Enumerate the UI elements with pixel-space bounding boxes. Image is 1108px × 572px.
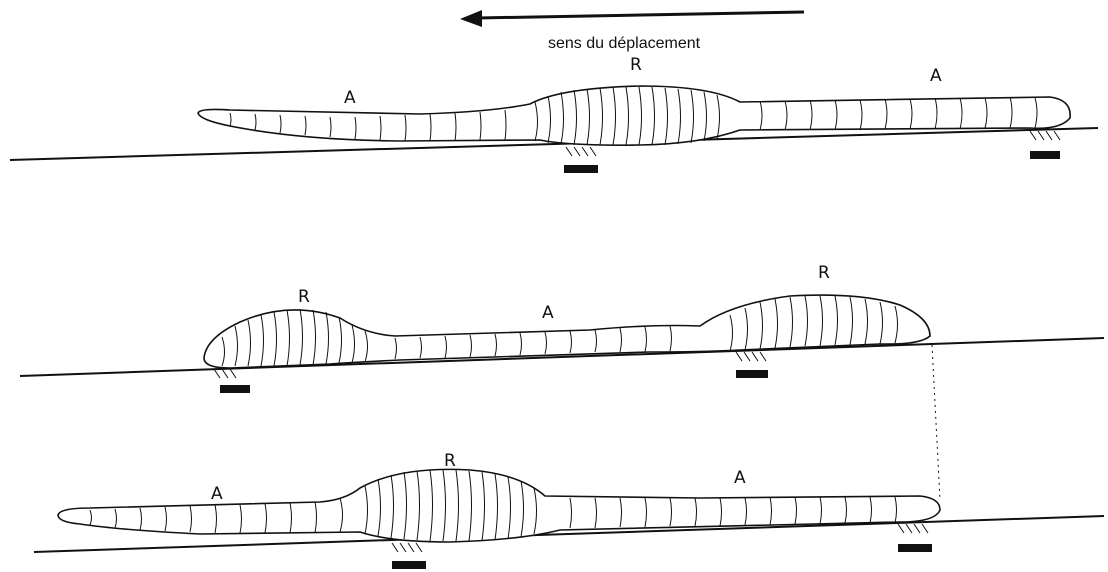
- label-contracted: R: [444, 451, 456, 471]
- anchor-bristles-1a: [564, 147, 598, 173]
- anchor-bristles-1b: [1030, 131, 1060, 159]
- label-contracted: R: [818, 263, 830, 283]
- panel-1: A R A: [10, 55, 1098, 173]
- label-extended: A: [211, 484, 223, 504]
- dotted-guide-line: [932, 345, 940, 500]
- label-extended: A: [930, 66, 942, 86]
- label-extended: A: [344, 88, 356, 108]
- direction-arrow: [460, 10, 804, 27]
- direction-caption: sens du déplacement: [548, 35, 701, 52]
- anchor-bristles-3b: [898, 524, 932, 552]
- anchor-bristles-3a: [392, 543, 426, 569]
- anchor-bristles-2b: [736, 352, 768, 378]
- label-contracted: R: [630, 55, 642, 75]
- label-extended: A: [734, 468, 746, 488]
- panel-3: A R A: [34, 451, 1104, 569]
- label-contracted: R: [298, 287, 310, 307]
- anchor-bristles-2a: [214, 369, 250, 393]
- panel-2: R A R: [20, 263, 1104, 393]
- worm-1: [198, 86, 1070, 145]
- label-extended: A: [542, 303, 554, 323]
